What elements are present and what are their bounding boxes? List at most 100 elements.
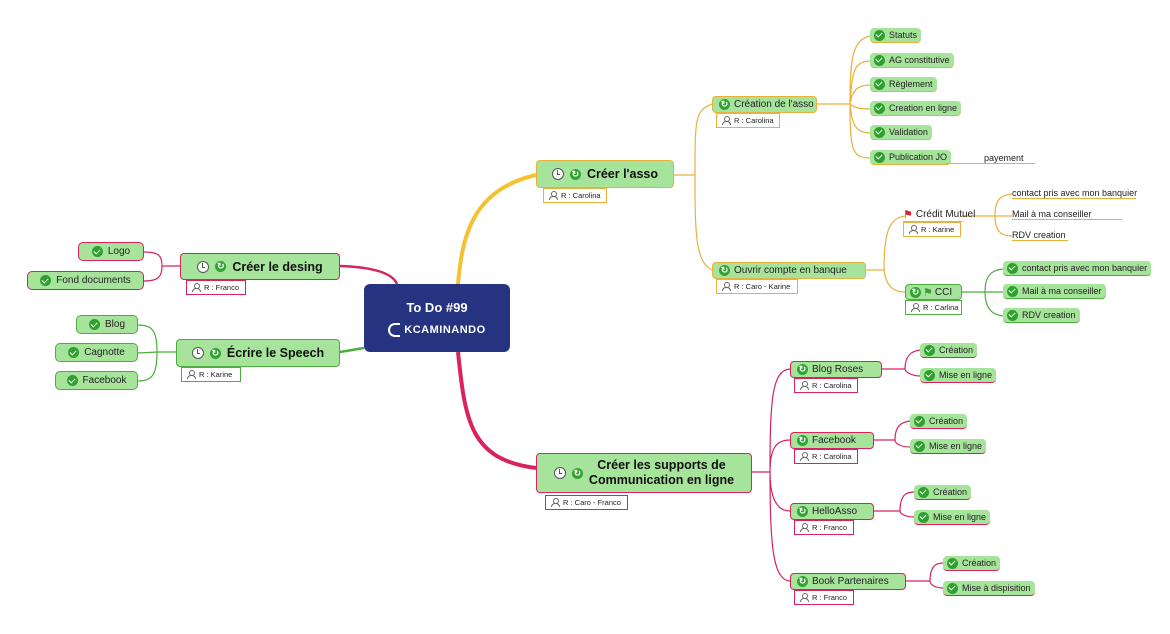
user-icon [800,381,809,390]
subtopic-blog-roses[interactable]: ↻Blog Roses [790,361,882,378]
check-icon [88,319,100,330]
leaf-validation[interactable]: Validation [870,125,932,140]
responsible-label: R : Carolina [794,449,858,464]
user-icon [800,593,809,602]
task-arrow-icon: ↻ [797,364,808,375]
responsible-label: R : Caro - Franco [545,495,628,510]
user-icon [551,498,560,507]
leaf-reglement[interactable]: Règlement [870,77,937,92]
leaf-logo[interactable]: Logo [78,242,144,261]
check-icon [924,344,935,356]
check-icon [874,126,885,138]
check-icon [874,151,885,163]
leaf-rdv-creation[interactable]: RDV creation [1012,230,1068,241]
responsible-label: R : Carolina [794,378,858,393]
topic-creer-supports[interactable]: ↻ Créer les supports de Communication en… [536,453,752,493]
check-icon [874,54,885,66]
subtopic-facebook[interactable]: ↻Facebook [790,432,874,449]
kcaminando-logo: KCAMINANDO [388,322,485,337]
check-icon [68,347,80,358]
responsible-label: R : Karine [181,367,241,382]
responsible-label: R : Carolina [543,188,607,203]
topic-ecrire-speech[interactable]: ↻ Écrire le Speech [176,339,340,367]
user-icon [722,116,731,125]
task-arrow-icon: ↻ [797,506,808,517]
check-icon [1007,285,1018,297]
check-icon [914,440,925,452]
check-icon [91,246,103,257]
task-arrow-icon: ↻ [209,347,221,359]
user-icon [192,283,201,292]
leaf-payement[interactable]: payement [984,153,1024,163]
task-arrow-icon: ↻ [719,99,730,110]
subtopic-ouvrir-compte[interactable]: ↻ Ouvrir compte en banque [712,262,866,279]
central-title: To Do #99 [406,299,468,315]
leaf-ag-constitutive[interactable]: AG constitutive [870,53,954,68]
subtopic-helloasso[interactable]: ↻HelloAsso [790,503,874,520]
subtopic-credit-mutuel[interactable]: ⚑ Crédit Mutuel [903,208,976,222]
responsible-label: R : Franco [186,280,246,295]
responsible-label: R : Franco [794,520,854,535]
task-arrow-icon: ↻ [797,576,808,587]
check-icon [947,557,958,569]
leaf-mail-conseiller[interactable]: Mail à ma conseiller [1012,209,1122,220]
leaf-cci-mail[interactable]: Mail à ma conseiller [1003,284,1106,299]
leaf-contact-banquier[interactable]: contact pris avec mon banquier [1012,188,1138,199]
responsible-label: R : Karine [903,222,961,237]
subtopic-creation-asso[interactable]: ↻ Création de l'asso [712,96,817,113]
leaf-book-creation[interactable]: Création [943,556,1001,571]
task-arrow-icon: ↻ [797,435,808,446]
leaf-blog[interactable]: Blog [76,315,138,334]
central-topic[interactable]: To Do #99 KCAMINANDO [364,284,510,352]
check-icon [874,102,885,114]
leaf-cagnotte[interactable]: Cagnotte [55,343,138,362]
leaf-helloasso-mise-en-ligne[interactable]: Mise en ligne [914,510,991,525]
leaf-fond-documents[interactable]: Fond documents [27,271,144,290]
leaf-blog-mise-en-ligne[interactable]: Mise en ligne [920,368,997,383]
check-icon [40,275,52,286]
responsible-label: R : Franco [794,590,854,605]
check-icon [914,415,925,427]
check-icon [1007,309,1018,321]
logo-icon [388,322,401,337]
leaf-facebook-mise-en-ligne[interactable]: Mise en ligne [910,439,987,454]
topic-creer-asso[interactable]: ↻ Créer l'asso [536,160,674,188]
leaf-publication-jo[interactable]: Publication JO [870,150,952,165]
leaf-statuts[interactable]: Statuts [870,28,922,43]
user-icon [911,303,920,312]
task-arrow-icon: ↻ [571,467,583,479]
leaf-book-mise-a-disposition[interactable]: Mise à dispisition [943,581,1035,596]
task-arrow-icon: ↻ [215,261,227,272]
check-icon [918,486,929,498]
responsible-label: R : Caro - Karine [716,279,798,294]
check-icon [947,582,958,594]
task-arrow-icon: ↻ [719,265,730,276]
check-icon [874,78,885,90]
leaf-facebook[interactable]: Facebook [55,371,138,390]
clock-icon [191,347,204,359]
green-flag-icon: ⚑ [923,286,933,299]
check-icon [918,511,929,523]
clock-icon [197,260,210,273]
leaf-note [945,163,1035,164]
clock-icon [551,168,564,180]
user-icon [549,191,558,200]
leaf-facebook-creation[interactable]: Création [910,414,968,429]
leaf-blog-creation[interactable]: Création [920,343,978,358]
leaf-helloasso-creation[interactable]: Création [914,485,972,500]
subtopic-book-partenaires[interactable]: ↻Book Partenaires [790,573,906,590]
user-icon [800,452,809,461]
check-icon [874,29,885,41]
subtopic-cci[interactable]: ↻ ⚑ CCI [905,284,962,300]
task-arrow-icon: ↻ [910,286,921,298]
red-flag-icon: ⚑ [903,208,913,221]
leaf-cci-rdv[interactable]: RDV creation [1003,308,1080,323]
user-icon [800,523,809,532]
responsible-label: R : Carolina [716,113,780,128]
topic-creer-design[interactable]: ↻ Créer le desing [180,253,340,280]
user-icon [909,225,918,234]
user-icon [722,282,731,291]
leaf-creation-en-ligne[interactable]: Creation en ligne [870,101,962,116]
leaf-cci-contact[interactable]: contact pris avec mon banquier [1003,261,1152,276]
